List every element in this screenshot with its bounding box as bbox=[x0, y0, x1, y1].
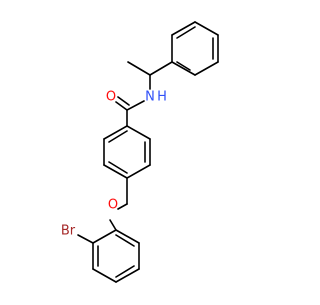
bond-ring2-3 bbox=[126, 164, 151, 179]
bond-ring3-double-3 bbox=[115, 234, 135, 247]
bond-ring2-4 bbox=[103, 164, 128, 179]
bond-phenyl-6 bbox=[171, 61, 196, 76]
molecule-diagram: O N H O Br bbox=[61, 21, 219, 283]
bond-carbonyl-double-outer bbox=[115, 101, 128, 111]
bond-phenyl-3 bbox=[194, 21, 219, 36]
bond-ring3-1 bbox=[92, 229, 117, 244]
bond-methyl bbox=[127, 61, 151, 76]
bond-ring3-4 bbox=[115, 268, 140, 283]
amide-hydrogen-label: H bbox=[157, 90, 167, 105]
bond-ring2-double-3 bbox=[108, 130, 128, 143]
bond-ring3-to-bromine bbox=[77, 234, 94, 244]
bond-ring3-3 bbox=[92, 268, 117, 283]
bond-ring3-double-2 bbox=[115, 265, 135, 278]
bromine-label: Br bbox=[61, 224, 76, 239]
bond-phenyl-double-3 bbox=[176, 61, 191, 71]
atom-labels: O N H O Br bbox=[61, 90, 167, 239]
structure-canvas: O N H O Br bbox=[61, 21, 219, 283]
bond-ring2-1 bbox=[126, 125, 151, 140]
carbonyl-oxygen-label: O bbox=[106, 90, 116, 105]
bond-nitrogen-carbonyl bbox=[126, 100, 145, 111]
bond-oxygen-to-ring3 bbox=[109, 219, 117, 231]
bond-methylene-to-oxygen bbox=[117, 203, 128, 210]
bond-phenyl-2 bbox=[171, 21, 196, 36]
bond-chiral-to-phenyl bbox=[149, 61, 173, 76]
bond-phenyl-5 bbox=[194, 61, 219, 76]
ether-oxygen-label: O bbox=[108, 198, 118, 213]
bond-ring2-6 bbox=[103, 125, 128, 140]
bond-ring3-6 bbox=[115, 229, 140, 244]
bond-ring2-double-2 bbox=[108, 161, 128, 174]
bond-carbonyl-double-inner bbox=[117, 96, 130, 106]
amide-nitrogen-label: N bbox=[145, 90, 155, 105]
bonds bbox=[77, 21, 219, 283]
bond-phenyl-double-1 bbox=[176, 26, 196, 39]
